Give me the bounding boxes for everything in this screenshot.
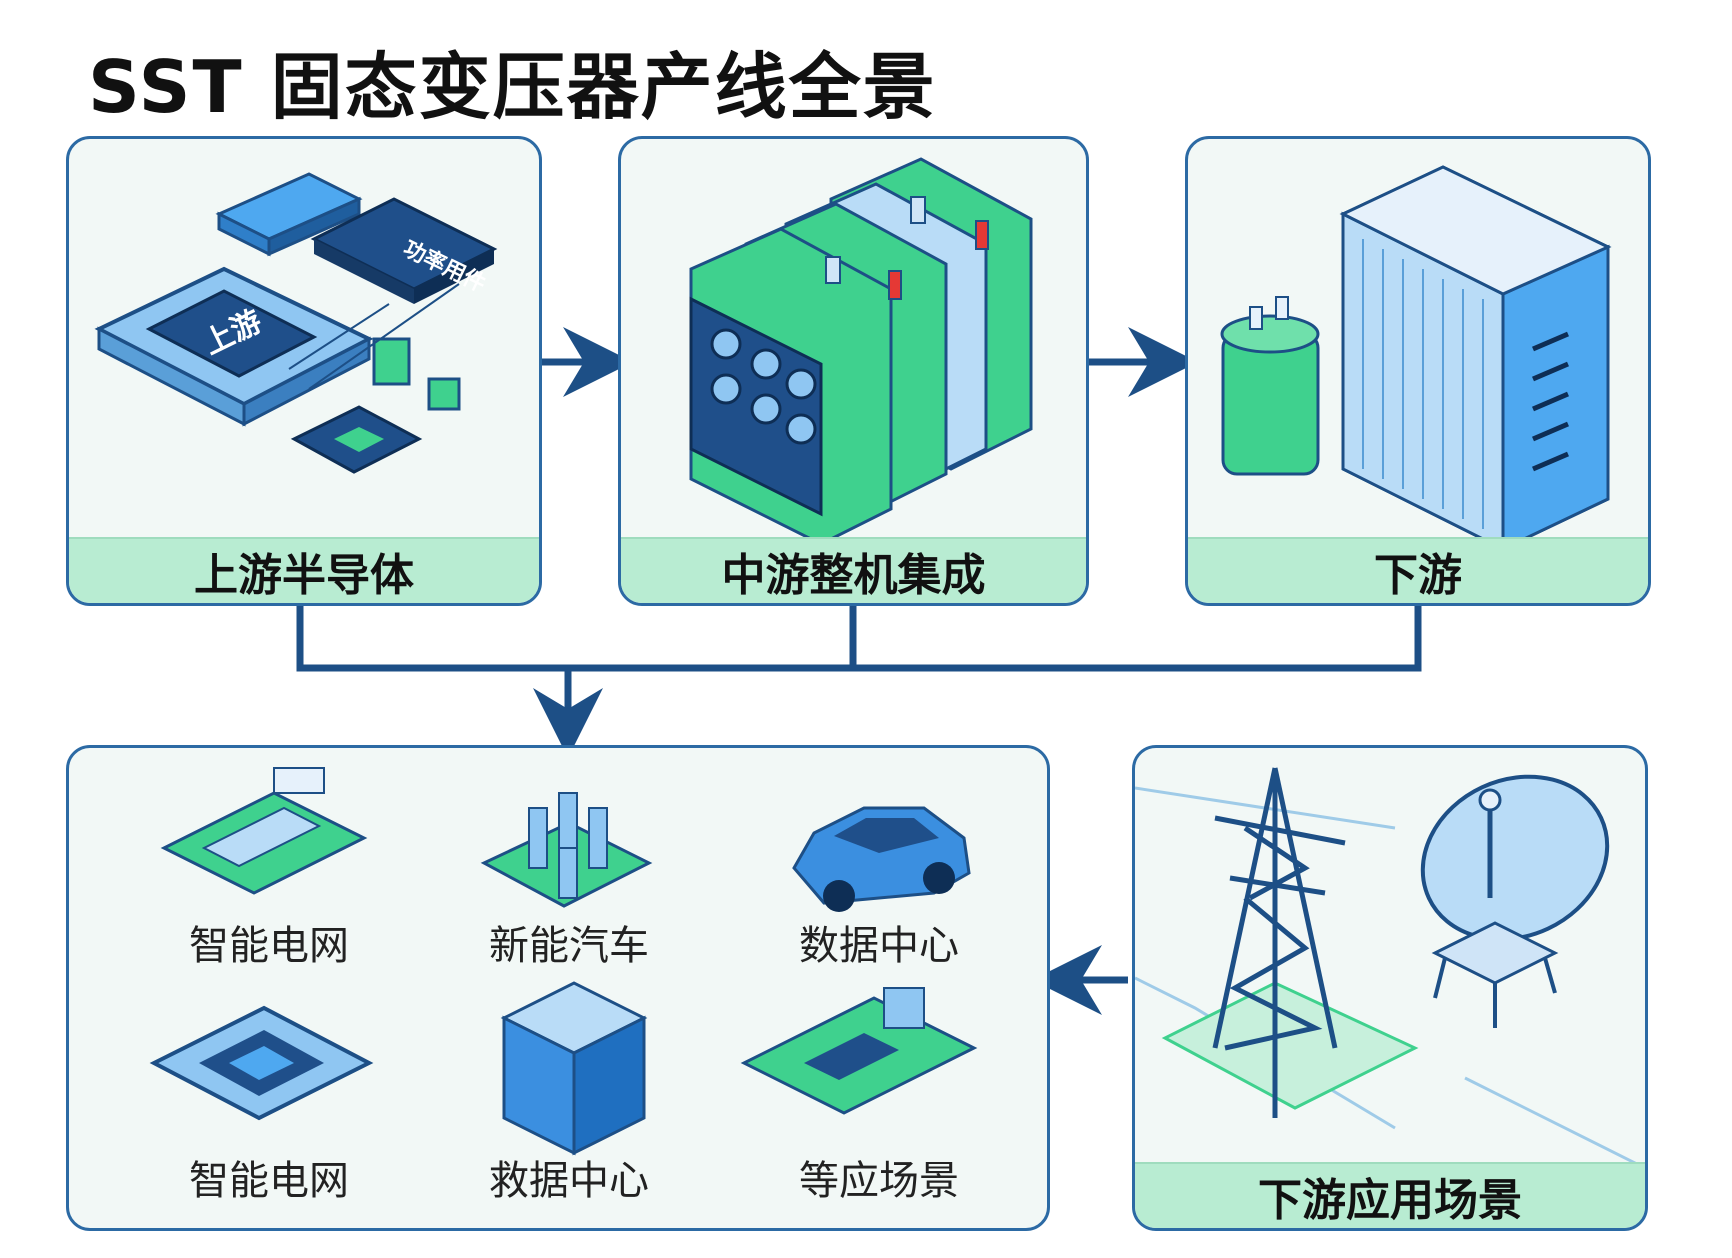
smart-grid-board-icon	[160, 767, 368, 895]
electric-car-icon	[792, 806, 971, 912]
capacitor-array-icon	[480, 792, 653, 908]
app-label-ev: 新能汽车	[489, 923, 649, 969]
midstream-panel: 中游整机集成	[618, 136, 1089, 606]
downstream-label: 下游	[1188, 537, 1648, 603]
bus-line	[296, 602, 1422, 672]
page-title: SST 固态变压器产线全景	[88, 45, 937, 129]
upstream-illustration: 功率用件 上游	[94, 172, 498, 474]
sst-cabinet-icon	[1339, 165, 1612, 539]
app-label-datacenter-2: 救据中心	[489, 1158, 649, 1204]
capacitor-icon	[1220, 296, 1320, 476]
downstream-panel: 下游	[1185, 136, 1651, 606]
transmission-tower-icon	[1161, 767, 1419, 1118]
insulator-icon	[825, 196, 989, 300]
green-component-icon	[372, 337, 461, 411]
midstream-label: 中游整机集成	[621, 537, 1086, 603]
main-chip-icon: 上游	[94, 266, 374, 427]
power-chip-icon: 功率用件	[310, 197, 498, 304]
transformer-stack-icon	[689, 157, 1033, 539]
upstream-label: 上游半导体	[69, 537, 539, 603]
app-label-smart-grid-2: 智能电网	[189, 1158, 349, 1204]
scene-label: 下游应用场景	[1135, 1162, 1645, 1228]
downstream-illustration	[1220, 165, 1612, 539]
app-label-other: 等应场景	[799, 1158, 959, 1204]
chip-icon	[149, 1005, 374, 1121]
scene-illustration	[1135, 767, 1645, 1168]
midstream-illustration	[689, 157, 1033, 539]
terminal-knobs-icon	[710, 328, 817, 445]
circuit-board-icon	[740, 987, 978, 1115]
applications-illustration	[149, 767, 978, 1156]
small-chip-icon	[290, 405, 423, 474]
app-label-smart-grid: 智能电网	[189, 923, 349, 969]
building-icon	[500, 981, 648, 1156]
scene-panel: 下游应用场景	[1132, 745, 1648, 1231]
applications-panel: 智能电网 新能汽车 数据中心 智能电网 救据中心 等应场景	[66, 745, 1050, 1231]
app-label-datacenter: 数据中心	[799, 923, 959, 969]
upstream-panel: 功率用件 上游 上游半导体	[66, 136, 542, 606]
satellite-dish-icon	[1420, 774, 1610, 1028]
memory-module-icon	[215, 172, 363, 257]
